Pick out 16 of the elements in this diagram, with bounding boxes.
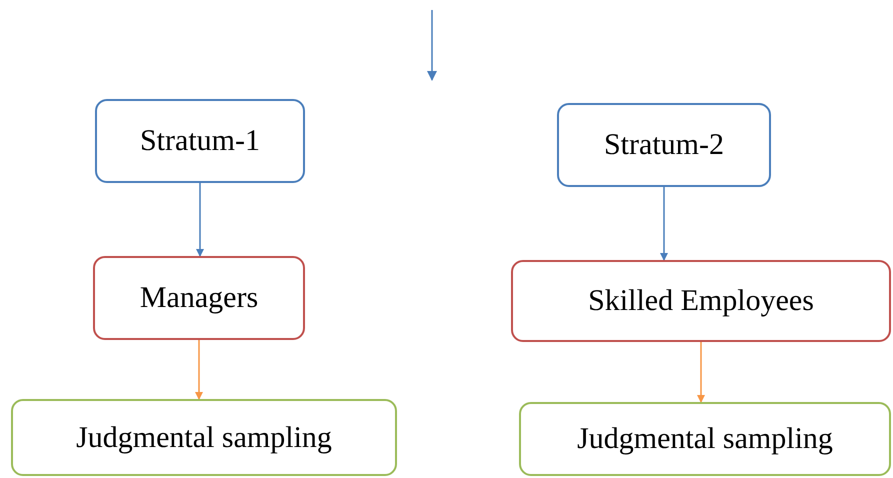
arrow <box>660 187 668 261</box>
box-label: Skilled Employees <box>588 284 814 318</box>
stratum-box <box>557 103 771 187</box>
method-box <box>11 399 397 476</box>
stratum-box <box>95 99 305 183</box>
box-label: Judgmental sampling <box>76 420 332 454</box>
method-box <box>519 402 891 476</box>
arrow <box>196 183 204 257</box>
box-label: Managers <box>140 281 258 315</box>
arrow <box>195 340 203 400</box>
group-box <box>93 256 305 340</box>
group-box <box>511 260 891 342</box>
arrow <box>697 342 705 403</box>
box-label: Stratum-1 <box>140 124 260 158</box>
box-label: Stratum-2 <box>604 128 724 162</box>
box-label: Judgmental sampling <box>577 422 833 456</box>
